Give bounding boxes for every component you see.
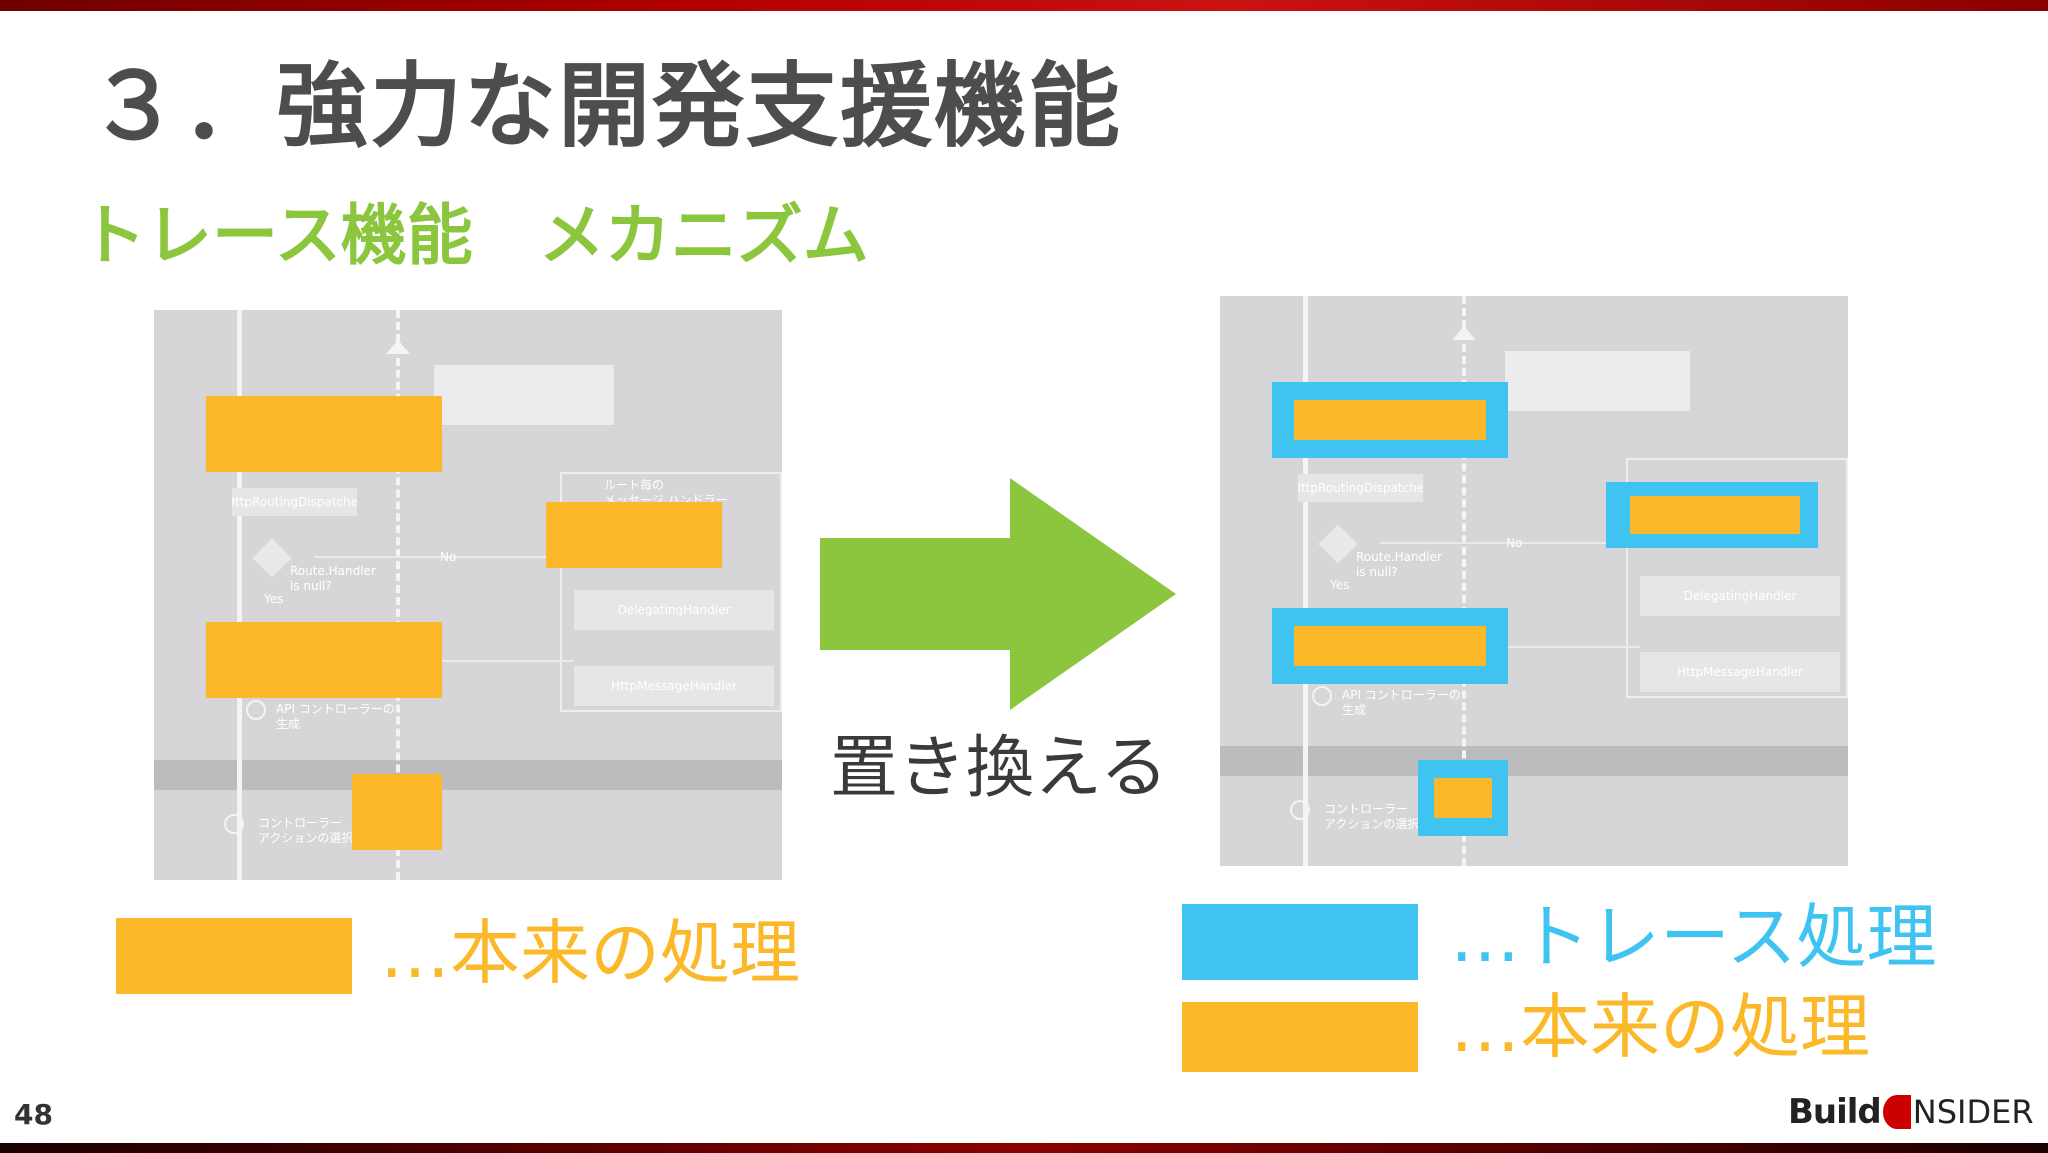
step-b-marker xyxy=(1290,800,1310,820)
original-process-block xyxy=(1434,778,1492,818)
connector-line xyxy=(1410,646,1640,648)
decision-diamond xyxy=(252,538,292,578)
route-check-label: Route.Handler is null? xyxy=(290,564,376,593)
original-process-block xyxy=(206,396,442,472)
no-branch-line xyxy=(1380,542,1620,544)
step-b-marker xyxy=(224,814,244,834)
legend-trace-label: …トレース処理 xyxy=(1450,896,1937,978)
up-arrow-icon xyxy=(386,340,410,354)
main-flow-line xyxy=(1303,296,1308,866)
diagram-band xyxy=(154,760,782,790)
original-process-block xyxy=(1294,626,1486,666)
message-handler-label: HttpMessageHandler xyxy=(611,679,737,693)
logo-build-text: Build xyxy=(1788,1092,1882,1132)
arrow-label: 置き換える xyxy=(830,729,1168,808)
api-controller-label: API コントローラーの 生成 xyxy=(1342,688,1461,717)
callout-note xyxy=(1505,351,1690,411)
original-process-block xyxy=(206,622,442,698)
legend-original-label: …本来の処理 xyxy=(1450,986,1870,1068)
bottom-accent-bar xyxy=(0,1143,2048,1153)
decision-diamond xyxy=(1318,524,1358,564)
message-handler-label: HttpMessageHandler xyxy=(1677,665,1803,679)
original-process-block xyxy=(1630,496,1800,534)
callout-note xyxy=(434,365,614,425)
original-process-block xyxy=(352,774,442,850)
slide-subtitle: トレース機能 メカニズム xyxy=(80,197,869,274)
buildinsider-logo: Build NSIDER xyxy=(1788,1092,2034,1132)
no-label: No xyxy=(1506,536,1523,550)
diagram-band xyxy=(1220,746,1848,776)
dispatcher-box: HttpRoutingDispatcher xyxy=(232,488,357,516)
api-controller-label: API コントローラーの 生成 xyxy=(276,702,395,731)
return-flow-line xyxy=(396,310,400,880)
delegating-handler-box: DelegatingHandler xyxy=(574,590,774,630)
message-handler-box: HttpMessageHandler xyxy=(574,666,774,706)
return-flow-line xyxy=(1462,296,1466,866)
traced-pipeline-diagram: HttpRoutingDispatcher Route.Handler is n… xyxy=(1220,296,1848,866)
page-number: 48 xyxy=(14,1098,53,1131)
legend-orange-swatch xyxy=(1182,1002,1418,1072)
original-process-block xyxy=(546,502,722,568)
step-a-marker xyxy=(1312,686,1332,706)
no-label: No xyxy=(440,550,457,564)
dispatcher-label: HttpRoutingDispatcher xyxy=(232,495,357,509)
main-flow-line xyxy=(237,310,242,880)
legend-orange-swatch xyxy=(116,918,352,994)
legend-blue-swatch xyxy=(1182,904,1418,980)
logo-insider-text: NSIDER xyxy=(1912,1093,2034,1131)
route-handler-frame xyxy=(560,472,782,712)
legend-original-label: …本来の処理 xyxy=(380,912,800,994)
route-check-label: Route.Handler is null? xyxy=(1356,550,1442,579)
delegating-handler-label: DelegatingHandler xyxy=(617,603,731,617)
route-handler-frame xyxy=(1626,458,1848,698)
logo-mark-icon xyxy=(1882,1095,1911,1129)
replace-arrow-icon xyxy=(820,478,1176,710)
step-a-marker xyxy=(246,700,266,720)
delegating-handler-label: DelegatingHandler xyxy=(1683,589,1797,603)
yes-label: Yes xyxy=(264,592,284,606)
connector-line xyxy=(344,660,574,662)
up-arrow-icon xyxy=(1452,326,1476,340)
yes-label: Yes xyxy=(1330,578,1350,592)
dispatcher-label: HttpRoutingDispatcher xyxy=(1298,481,1423,495)
original-process-block xyxy=(1294,400,1486,440)
top-accent-bar xyxy=(0,0,2048,11)
slide-title: ３．強力な開発支援機能 xyxy=(88,53,1123,160)
controller-select-label: コントローラー アクションの選択 xyxy=(1324,802,1420,831)
message-handler-box: HttpMessageHandler xyxy=(1640,652,1840,692)
no-branch-line xyxy=(314,556,554,558)
controller-select-label: コントローラー アクションの選択 xyxy=(258,816,354,845)
dispatcher-box: HttpRoutingDispatcher xyxy=(1298,474,1423,502)
original-pipeline-diagram: HttpRoutingDispatcher Route.Handler is n… xyxy=(154,310,782,880)
delegating-handler-box: DelegatingHandler xyxy=(1640,576,1840,616)
